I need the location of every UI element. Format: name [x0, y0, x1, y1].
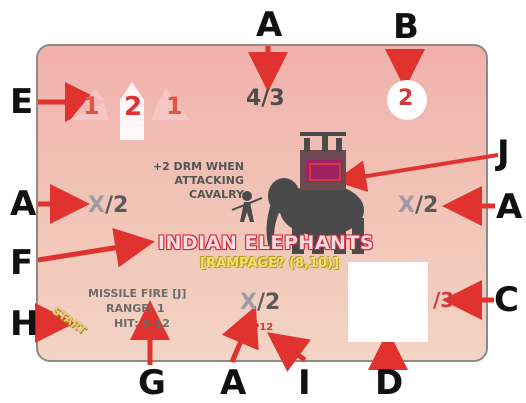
callout-F: F: [10, 246, 33, 280]
callout-B: B: [393, 10, 419, 44]
hit-line: HIT: 5-12: [88, 316, 186, 331]
callout-G: G: [138, 366, 166, 400]
formation-center-value: 2: [124, 92, 142, 122]
callout-C: C: [494, 283, 519, 317]
range-line: RANGE: 1: [88, 301, 186, 316]
formation-right-value: 1: [166, 92, 183, 120]
bottom-value: X/2: [240, 290, 280, 315]
formation-left-value: 1: [83, 92, 100, 120]
missile-fire-line: MISSILE FIRE [J]: [88, 286, 186, 301]
callout-J: J: [497, 136, 510, 170]
callout-E: E: [10, 85, 33, 119]
right-value: X/2: [398, 193, 438, 218]
page-reference: P12: [252, 322, 273, 333]
left-value: X/2: [88, 193, 128, 218]
arrow-I: [275, 338, 305, 360]
callout-A-right: A: [496, 190, 522, 224]
callout-A-top: A: [256, 8, 282, 42]
circle-value: 2: [398, 86, 413, 111]
unit-name: INDIAN ELEPHANTS: [146, 232, 386, 254]
callout-I: I: [298, 366, 311, 400]
blank-box: [348, 262, 428, 342]
callout-D: D: [375, 366, 403, 400]
right-fraction: /3: [433, 288, 454, 312]
rampage-label: [RAMPAGE? (8,10)]: [182, 256, 357, 271]
callout-H: H: [10, 307, 38, 341]
arrow-A-bottom: [232, 315, 252, 362]
missile-fire-block: MISSILE FIRE [J] RANGE: 1 HIT: 5-12: [88, 286, 186, 331]
top-value: 4/3: [246, 86, 285, 111]
callout-A-bottom: A: [220, 366, 246, 400]
callout-A-left: A: [10, 187, 36, 221]
arrow-J: [342, 155, 498, 180]
drm-text: +2 DRM WHEN ATTACKING CAVALRY: [140, 160, 244, 202]
arrow-F: [38, 243, 145, 260]
